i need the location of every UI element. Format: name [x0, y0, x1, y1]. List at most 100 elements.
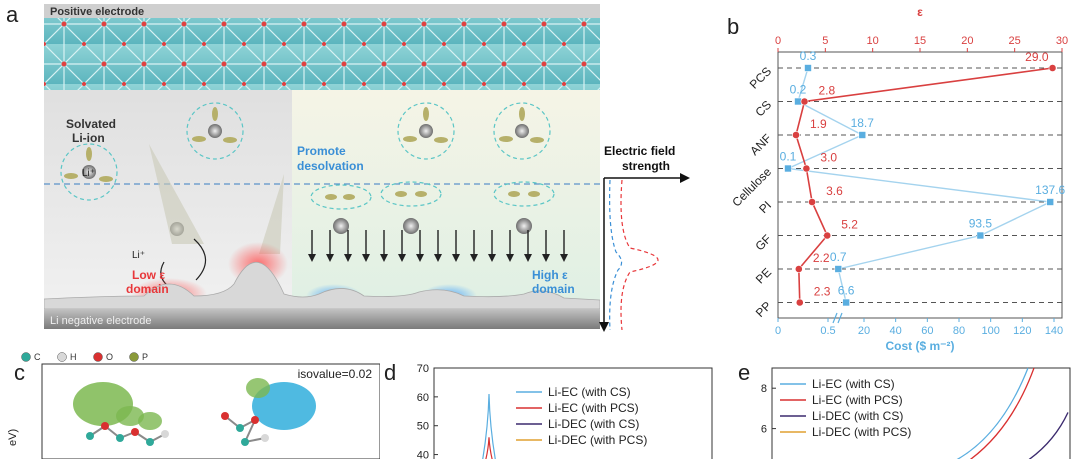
isosurface-green	[246, 378, 270, 398]
eps-data-label: 2.8	[819, 84, 836, 98]
bottom-tick-label: 140	[1045, 325, 1063, 337]
atom	[146, 438, 154, 446]
plot-frame	[771, 367, 1071, 459]
category-label: ANF	[747, 131, 774, 158]
legend-label: Li-EC (with CS)	[548, 385, 631, 399]
legend-label: Li-EC (with PCS)	[812, 393, 903, 407]
atom	[236, 424, 244, 432]
atom	[251, 416, 259, 424]
atom	[101, 422, 109, 430]
solvation-shells	[60, 102, 555, 210]
top-tick-label: 20	[961, 35, 973, 47]
eps-point	[800, 97, 809, 106]
eps-data-label: 29.0	[1025, 50, 1049, 64]
cost-data-label: 0.1	[780, 150, 797, 164]
eps-data-label: 2.2	[813, 251, 830, 265]
isovalue-label: isovalue=0.02	[298, 367, 373, 381]
li-ion-label: Li⁺	[82, 168, 95, 179]
bottom-tick-label: 80	[953, 325, 965, 337]
y-tick-label: 6	[761, 424, 767, 436]
top-tick-label: 15	[914, 35, 926, 47]
atom-legend-marker	[129, 352, 139, 362]
eps-data-label: 3.0	[820, 151, 837, 165]
cost-point	[858, 131, 867, 139]
bond	[244, 419, 256, 443]
eps-series-line	[795, 67, 1053, 303]
bottom-tick-label: 60	[921, 325, 933, 337]
top-tick-label: 30	[1056, 35, 1068, 47]
efield-label: Electric field	[604, 144, 675, 158]
atom	[86, 432, 94, 440]
panel-label-e: e	[738, 360, 751, 385]
eps-point	[808, 198, 816, 206]
axis-break	[832, 312, 838, 324]
series-line-li-ec-pcs	[969, 367, 1035, 459]
legend-label: Li-DEC (with PCS)	[548, 433, 647, 447]
cost-point	[842, 298, 850, 307]
bottom-axis-label: Cost ($ m⁻²)	[886, 339, 955, 353]
promote-label-line2: desolvation	[297, 159, 364, 173]
isosurface-green	[138, 412, 162, 430]
atom	[116, 434, 124, 442]
panel-label-d: d	[384, 360, 397, 385]
panel-e-chart: 6 8 Li-EC (with CS) Li-EC (with PCS) Li-DEC …	[761, 367, 1071, 459]
panel-c-ylabel: eV)	[7, 429, 19, 446]
eps-point	[1048, 64, 1057, 72]
negative-electrode-label: Li negative electrode	[50, 315, 152, 327]
plot-frame	[433, 367, 713, 459]
eps-data-label: 5.2	[841, 218, 858, 232]
panel-a-schematic: Positive electrode	[44, 4, 600, 329]
eps-data-label: 3.6	[826, 184, 843, 198]
eps-data-label: 1.9	[810, 117, 827, 131]
panel-label-c: c	[14, 360, 25, 385]
high-eps-label: High ε	[532, 268, 568, 282]
legend-label: Li-DEC (with CS)	[812, 409, 903, 423]
cost-point	[834, 265, 843, 273]
category-label: CS	[752, 98, 774, 120]
bottom-tick-label: 120	[1013, 325, 1031, 337]
category-label: GF	[752, 232, 774, 254]
cost-point	[784, 164, 792, 173]
axis-break	[837, 312, 843, 324]
atom-legend-label: C	[34, 352, 41, 362]
y-tick-label: 40	[417, 450, 429, 459]
cathode-lattice	[44, 18, 600, 90]
atom-legend-marker	[57, 352, 67, 362]
isosurface-green	[116, 406, 144, 426]
isosurface-blue	[252, 382, 316, 430]
li-ion-label-lower: Li⁺	[132, 250, 145, 261]
top-tick-label: 5	[822, 35, 828, 47]
category-label: PCS	[747, 64, 774, 91]
y-tick-label: 8	[761, 383, 767, 395]
cost-data-label: 6.6	[838, 284, 855, 298]
cost-data-label: 137.6	[1035, 183, 1065, 197]
y-tick-label: 60	[417, 392, 429, 404]
top-axis-label: ε	[917, 5, 923, 19]
cost-data-label: 0.2	[790, 83, 807, 97]
atom	[221, 412, 229, 420]
cost-data-label: 0.3	[800, 49, 817, 63]
cost-point	[976, 231, 985, 240]
atom-legend-marker	[93, 352, 103, 362]
efield-label-line2: strength	[622, 159, 670, 173]
panel-label-a: a	[6, 2, 19, 27]
cost-data-label: 93.5	[969, 217, 993, 231]
eps-point	[795, 298, 804, 307]
series-line-li-ec-pcs	[485, 437, 493, 459]
legend-label: Li-EC (with PCS)	[548, 401, 639, 415]
bottom-tick-label: 0	[775, 325, 781, 337]
atom	[161, 430, 169, 438]
cost-point	[794, 97, 802, 106]
bottom-tick-label: 100	[981, 325, 999, 337]
eps-point	[823, 231, 832, 240]
solvated-label: Solvated	[66, 117, 116, 131]
bottom-tick-label: 40	[890, 325, 902, 337]
cost-point	[1046, 198, 1055, 206]
series-line-li-dec-cs	[1028, 412, 1069, 459]
legend-label: Li-DEC (with CS)	[548, 417, 639, 431]
legend-label: Li-EC (with CS)	[812, 377, 895, 391]
negative-electrode-bar	[44, 309, 600, 329]
